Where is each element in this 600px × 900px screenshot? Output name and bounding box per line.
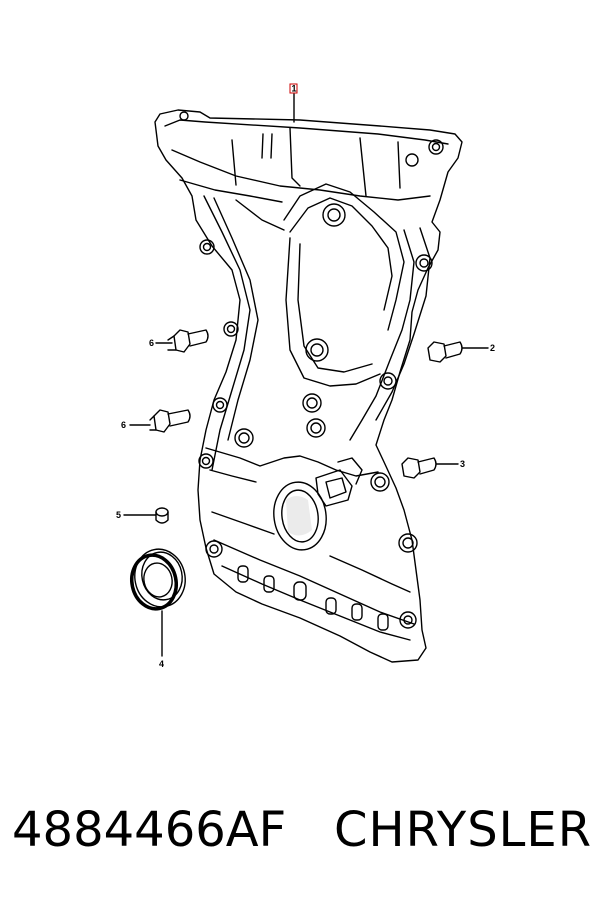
callout-6-upper: 6 [149,338,154,348]
part-number: 4884466AF [12,802,287,858]
callout-1: 1 [292,84,297,94]
dowel [155,507,169,524]
callout-4: 4 [159,659,164,669]
flange-bolt-upper [167,329,209,353]
timing-cover [154,109,463,663]
callout-3: 3 [460,459,465,469]
brand-name: CHRYSLER [334,802,593,858]
crankshaft-seal [130,548,186,611]
hex-bolt-2 [427,341,463,363]
callout-6-lower: 6 [121,420,126,430]
hex-bolt-3 [401,457,437,479]
callout-5: 5 [116,510,121,520]
caption: 4884466AF CHRYSLER [12,792,592,872]
callout-2: 2 [490,343,495,353]
flange-bolt-lower [149,409,191,433]
callout-1-highlight [289,83,298,94]
